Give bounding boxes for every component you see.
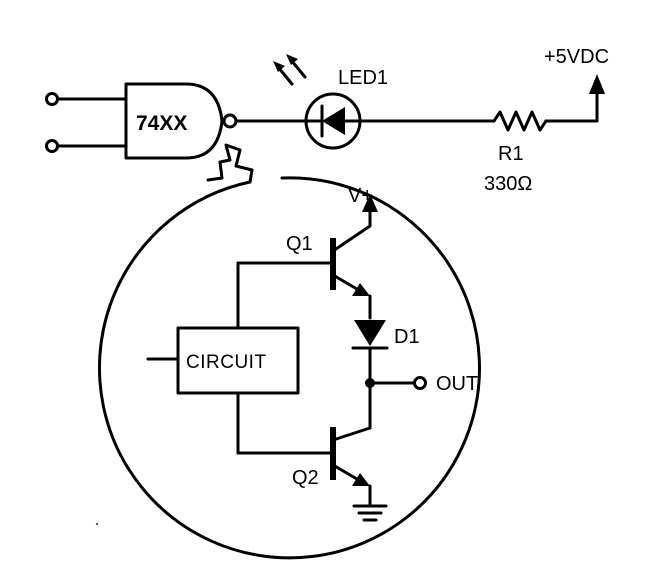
output-terminal [413, 376, 427, 390]
resistor-label: R1 [498, 143, 524, 165]
nand-gate-icon: 74XX [124, 82, 238, 160]
input-terminal-1 [45, 92, 59, 106]
transistor-q2: Q2 [236, 426, 372, 508]
output-node: OUT [365, 373, 478, 395]
input-terminals [45, 92, 128, 153]
supply-label: +5VDC [544, 46, 609, 68]
ground-icon [352, 504, 388, 522]
gate-label: 74XX [136, 112, 187, 135]
q2-label: Q2 [292, 467, 319, 489]
circuit-block: CIRCUIT [146, 261, 300, 455]
led-label: LED1 [338, 67, 388, 89]
supply-rail: +5VDC [544, 46, 609, 123]
resistor-value: 330Ω [484, 173, 532, 195]
diode-label: D1 [394, 326, 420, 348]
resistor-icon: R1 330Ω [484, 110, 548, 195]
magnify-callout-icon [98, 143, 481, 560]
led-icon: LED1 [273, 54, 388, 150]
diode-d1: D1 [351, 320, 420, 430]
input-terminal-2 [45, 139, 59, 153]
gate-output-bubble [222, 113, 238, 129]
arrow-up-icon [589, 74, 605, 94]
circuit-label: CIRCUIT [186, 352, 267, 373]
q1-label: Q1 [286, 233, 313, 255]
transistor-q1: Q1 V+ [236, 185, 378, 320]
output-label: OUT [436, 373, 478, 395]
vplus-label: V+ [348, 185, 373, 207]
